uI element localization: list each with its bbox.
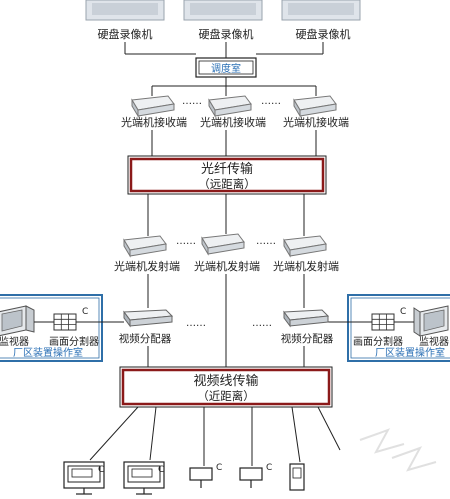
right-monitor-icon <box>413 305 449 337</box>
right-splitter-icon <box>371 313 395 331</box>
recorder-1-label: 硬盘录像机 <box>98 27 153 41</box>
transmitter-2: 光端机发射端 <box>194 233 260 273</box>
receiver-1-label: 光端机接收端 <box>121 115 187 129</box>
transmitter-2-label: 光端机发射端 <box>194 259 260 273</box>
recorder-2: 硬盘录像机 <box>183 0 263 41</box>
endpoint-monitor-2-c: C <box>158 465 164 475</box>
dispatch-connectors <box>151 77 317 96</box>
right-monitor-label: 监视器 <box>419 335 449 348</box>
transmitter-1-label: 光端机发射端 <box>114 259 180 273</box>
left-splitter-c-mark: C <box>82 307 88 317</box>
receiver-1: 光端机接收端 <box>121 95 187 129</box>
left-monitor-label: 监视器 <box>0 335 29 348</box>
left-monitor-icon <box>0 305 35 337</box>
transmitter-3: 光端机发射端 <box>273 235 339 273</box>
distributor-dots-1: …… <box>186 318 206 329</box>
recorder-group: 硬盘录像机 硬盘录像机 硬盘录像机 <box>85 0 361 41</box>
receiver-connectors <box>151 130 317 156</box>
coax-subtitle: （近距离） <box>197 389 255 403</box>
dispatch-room-label: 调度室 <box>211 62 241 75</box>
distributor-connectors <box>147 346 305 368</box>
camera-1-c: C <box>216 463 222 473</box>
endpoint-monitor-1-c: C <box>98 465 104 475</box>
transmitter-dots-1: …… <box>176 236 196 247</box>
left-operator-room: C 监视器 画面分割器 厂区装置操作室 <box>0 294 124 362</box>
camera-2: C <box>239 463 272 488</box>
right-splitter-c-mark: C <box>400 307 406 317</box>
distributor-dots-2: …… <box>252 318 272 329</box>
receiver-3-label: 光端机接收端 <box>283 115 349 129</box>
distributor-right: 视频分配器 <box>281 309 334 345</box>
left-splitter-icon <box>53 313 77 331</box>
transmitter-dots-2: …… <box>256 236 276 247</box>
right-operator-room: C 画面分割器 监视器 厂区装置操作室 <box>326 294 450 362</box>
camera-1: C <box>189 463 222 488</box>
fiber-connectors <box>147 194 305 236</box>
watermark-logo <box>359 428 437 472</box>
transmitter-group: 光端机发射端 光端机发射端 光端机发射端 …… …… <box>114 233 339 273</box>
recorder-connectors <box>124 42 324 58</box>
fiber-title: 光纤传输 <box>201 161 253 177</box>
fiber-subtitle: （远距离） <box>198 177 256 191</box>
transmitter-connectors <box>147 274 305 368</box>
camera-2-c: C <box>266 463 272 473</box>
fiber-transmission-box: 光纤传输 （远距离） <box>127 155 327 195</box>
left-splitter-label: 画面分割器 <box>49 335 99 348</box>
receiver-group: 光端机接收端 光端机接收端 光端机接收端 …… …… <box>121 95 349 129</box>
distributor-left-label: 视频分配器 <box>119 332 172 345</box>
transmitter-3-label: 光端机发射端 <box>273 259 339 273</box>
distributor-group: 视频分配器 视频分配器 …… …… <box>119 309 334 345</box>
receiver-2: 光端机接收端 <box>200 95 266 129</box>
endpoint-monitor-2: C <box>123 461 165 495</box>
right-splitter-label: 画面分割器 <box>353 335 403 348</box>
recorder-3: 硬盘录像机 <box>281 0 361 41</box>
camera-group: C C C C <box>63 461 305 495</box>
left-room-title: 厂区装置操作室 <box>13 346 83 359</box>
coax-transmission-box: 视频线传输 （近距离） <box>119 366 333 408</box>
transmitter-1: 光端机发射端 <box>114 235 180 273</box>
distributor-left: 视频分配器 <box>119 309 174 345</box>
receiver-2-label: 光端机接收端 <box>200 115 266 129</box>
recorder-3-label: 硬盘录像机 <box>296 27 351 41</box>
recorder-2-label: 硬盘录像机 <box>199 27 254 41</box>
camera-3 <box>289 463 305 491</box>
receiver-3: 光端机接收端 <box>283 95 349 129</box>
endpoint-monitor-1: C <box>63 461 105 495</box>
camera-connectors <box>89 406 341 466</box>
distributor-right-label: 视频分配器 <box>281 332 334 345</box>
receiver-dots-2: …… <box>261 96 281 107</box>
recorder-1: 硬盘录像机 <box>85 0 165 41</box>
receiver-dots-1: …… <box>182 96 202 107</box>
dispatch-room: 调度室 <box>195 57 257 78</box>
coax-title: 视频线传输 <box>193 373 258 389</box>
right-room-title: 厂区装置操作室 <box>375 346 445 359</box>
